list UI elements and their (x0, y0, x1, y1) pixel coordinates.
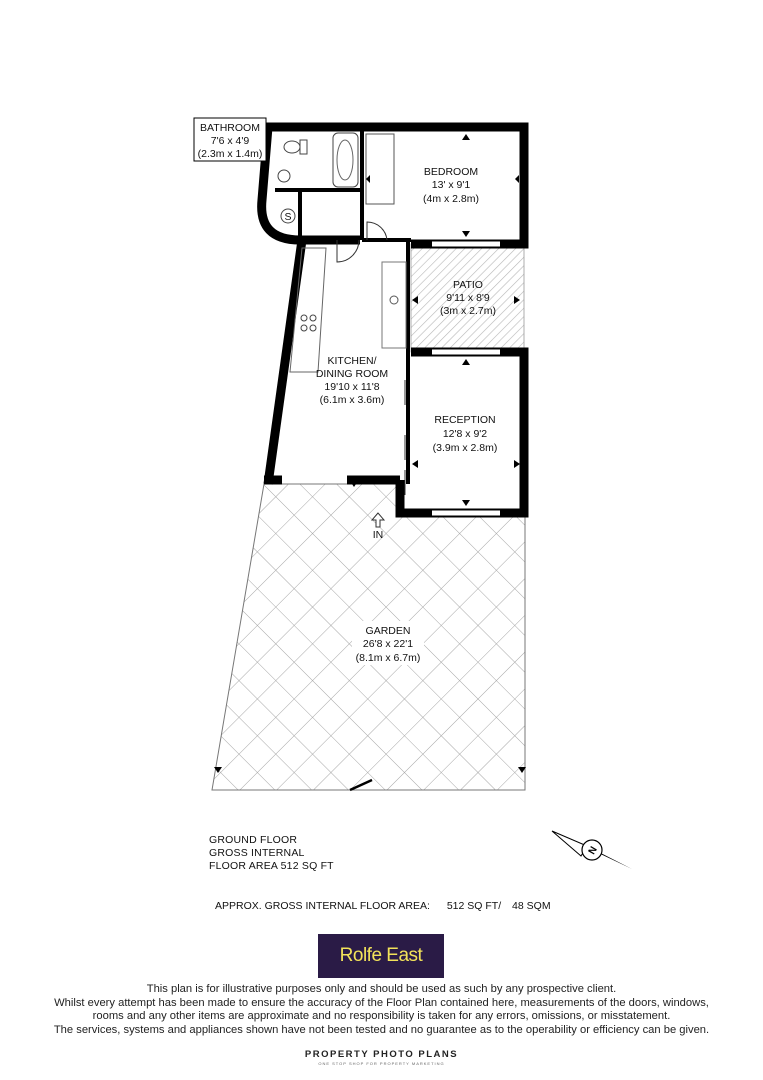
credit: PROPERTY PHOTO PLANS ONE STOP SHOP FOR P… (0, 1049, 763, 1066)
cupboard-label: S (284, 211, 291, 223)
bathroom-size-metric: (2.3m x 1.4m) (198, 148, 263, 160)
entrance-arrow-icon (370, 512, 386, 528)
entrance-label: IN (373, 529, 384, 541)
kitchen-size-imperial: 19'10 x 11'8 (324, 381, 379, 393)
floor-info-line1: GROUND FLOOR (209, 834, 298, 846)
reception-name: RECEPTION (434, 414, 495, 426)
bedroom-size-metric: (4m x 2.8m) (423, 193, 479, 205)
disclaimer-line: rooms and any other items are approximat… (92, 1010, 671, 1023)
garden-size-imperial: 26'8 x 22'1 (363, 638, 413, 650)
disclaimer-line: The services, systems and appliances sho… (53, 1023, 710, 1036)
kitchen-size-metric: (6.1m x 3.6m) (320, 394, 385, 406)
bathroom-label-box (193, 117, 267, 162)
reception-size-imperial: 12'8 x 9'2 (443, 428, 487, 440)
garden-label-bg (352, 621, 424, 665)
doors (336, 221, 406, 495)
bedroom-size-imperial: 13' x 9'1 (432, 179, 471, 191)
kitchen-worktop (289, 247, 327, 373)
floor-plan: S IN BATHROOM 7'6 x 4'9 (2.3m x 1 (193, 117, 632, 869)
patio-name: PATIO (453, 279, 483, 291)
approx-area-label: APPROX. GROSS INTERNAL FLOOR AREA: (215, 900, 430, 912)
floor-info-line2: GROSS INTERNAL (209, 847, 305, 859)
bath-icon (332, 132, 359, 188)
agent-logo: Rolfe East (318, 934, 444, 978)
kitchen-name-line1: KITCHEN/ (327, 355, 376, 367)
basin-icon (277, 169, 291, 183)
wardrobe (365, 133, 395, 205)
patio-size-metric: (3m x 2.7m) (440, 305, 496, 317)
floor-info: GROUND FLOOR GROSS INTERNAL FLOOR AREA 5… (209, 834, 334, 873)
compass-icon: N (551, 830, 632, 869)
toilet-icon (283, 139, 308, 155)
kitchen-name-line2: DINING ROOM (316, 368, 388, 380)
hob-icon (300, 314, 317, 332)
bedroom-name: BEDROOM (424, 166, 478, 178)
sink-area (381, 261, 407, 349)
credit-tagline: ONE STOP SHOP FOR PROPERTY MARKETING (318, 1061, 445, 1066)
garden-name: GARDEN (366, 625, 411, 637)
disclaimer: This plan is for illustrative purposes o… (0, 983, 763, 1037)
patio-area (411, 244, 524, 352)
approx-area: APPROX. GROSS INTERNAL FLOOR AREA: 512 S… (215, 900, 551, 912)
reception-size-metric: (3.9m x 2.8m) (433, 442, 498, 454)
measurement-markers (214, 134, 526, 773)
credit-name: PROPERTY PHOTO PLANS (304, 1049, 459, 1060)
disclaimer-line: This plan is for illustrative purposes o… (146, 983, 617, 995)
disclaimer-line: Whilst every attempt has been made to en… (54, 996, 709, 1009)
bathroom-size-imperial: 7'6 x 4'9 (211, 135, 250, 147)
garden-gate (349, 778, 373, 792)
compass-north-label: N (587, 845, 600, 857)
cupboard-icon (280, 208, 296, 224)
garden-size-metric: (8.1m x 6.7m) (356, 652, 421, 664)
floor-info-line3: FLOOR AREA 512 SQ FT (209, 860, 334, 872)
approx-area-sqft: 512 SQ FT/ (446, 900, 502, 912)
bathroom-name: BATHROOM (200, 122, 260, 134)
inner-walls (275, 127, 411, 484)
approx-area-sqm: 48 SQM (512, 900, 551, 912)
windows (290, 241, 500, 516)
patio-size-imperial: 9'11 x 8'9 (446, 292, 490, 304)
